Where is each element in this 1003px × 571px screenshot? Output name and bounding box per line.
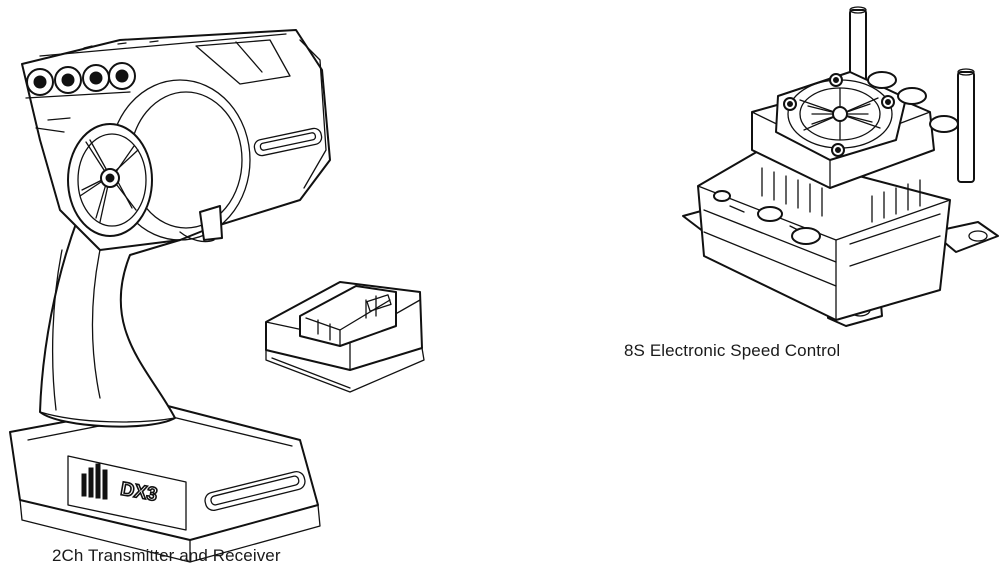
trim-knobs bbox=[27, 63, 135, 95]
esc-illustration bbox=[683, 7, 998, 326]
spektrum-logo bbox=[82, 464, 107, 499]
transmitter-caption: 2Ch Transmitter and Receiver bbox=[52, 546, 281, 565]
steering-wheel bbox=[68, 124, 152, 236]
esc-caption: 8S Electronic Speed Control bbox=[624, 341, 841, 360]
transmitter-illustration: DX3 bbox=[10, 30, 330, 562]
cooling-fan bbox=[776, 72, 906, 160]
receiver-illustration bbox=[266, 282, 424, 392]
